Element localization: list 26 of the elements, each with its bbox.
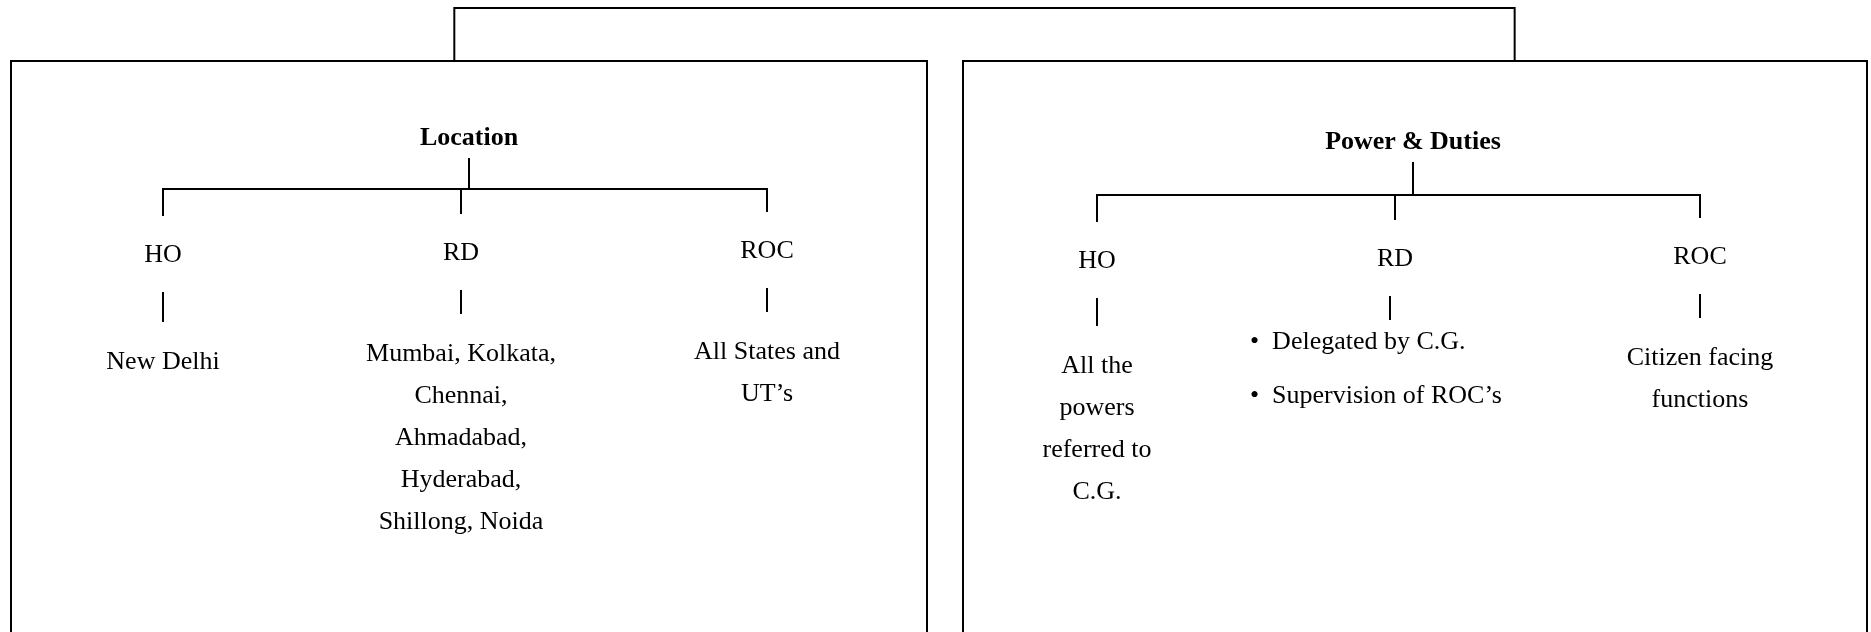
- connector-line: [1389, 295, 1391, 321]
- node-label: HO: [1057, 222, 1137, 298]
- connector-line: [162, 291, 164, 323]
- connector-line: [1699, 293, 1701, 319]
- connector-line: [1096, 297, 1098, 327]
- node-label: ROC: [722, 212, 812, 288]
- description-text: Mumbai, Kolkata, Chennai, Ahmadabad, Hyderabad, Shillong, Noida: [356, 314, 566, 542]
- list-item: • Supervision of ROC’s: [1250, 379, 1503, 411]
- connector-line: [468, 157, 768, 213]
- heading: Power & Duties: [1263, 120, 1563, 162]
- heading: Location: [339, 116, 599, 158]
- connector-line: [453, 7, 1516, 61]
- node-label: HO: [123, 216, 203, 292]
- node-label: RD: [1355, 220, 1435, 296]
- description-text: All the powers referred to C.G.: [1022, 326, 1172, 512]
- connector-line: [766, 287, 768, 313]
- description-text: New Delhi: [63, 322, 263, 382]
- node-label: ROC: [1655, 218, 1745, 294]
- description-text: All States and UT’s: [672, 312, 862, 414]
- panel-box: [10, 60, 928, 632]
- description-text: Citizen facing functions: [1600, 318, 1800, 420]
- node-label: RD: [421, 214, 501, 290]
- list-item: • Delegated by C.G.: [1250, 325, 1467, 357]
- connector-line: [460, 289, 462, 315]
- connector-line: [1412, 161, 1701, 219]
- panel-box: [962, 60, 1868, 632]
